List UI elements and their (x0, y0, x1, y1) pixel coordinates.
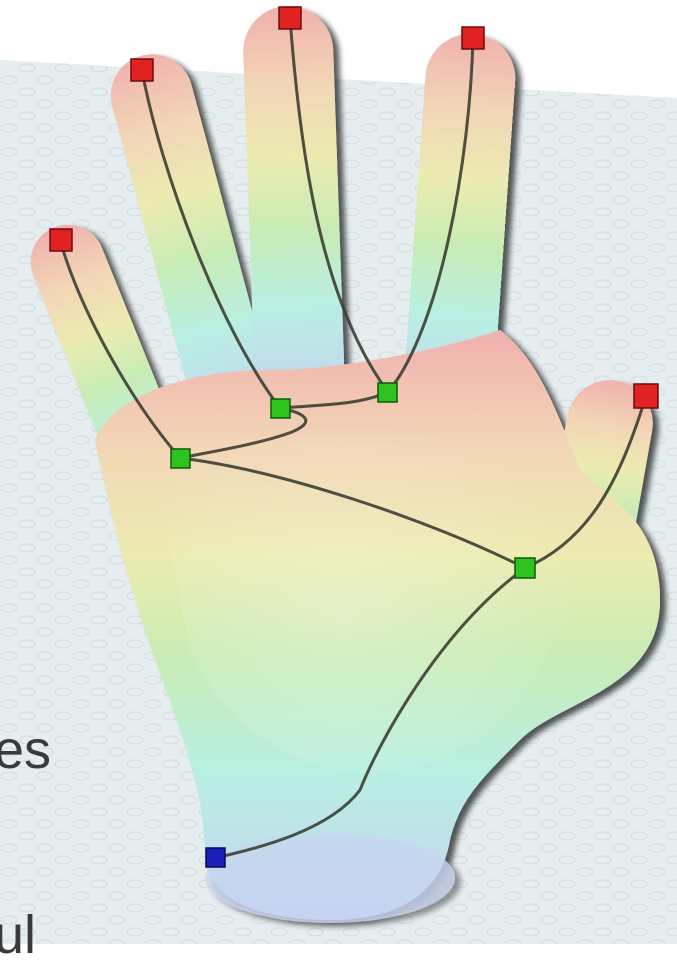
endpoint-marker-thumb (634, 384, 658, 408)
junction-marker-little (171, 449, 190, 468)
junction-marker-thumb (515, 558, 535, 578)
endpoint-marker-middle (279, 7, 301, 29)
partial-text-es: es (0, 723, 51, 777)
partial-text-ul: ul (0, 908, 36, 962)
junction-marker-ring (271, 399, 290, 418)
hand-skeleton-render (0, 0, 677, 944)
endpoint-marker-ring (131, 59, 153, 81)
endpoint-marker-index (462, 27, 484, 49)
root-marker-wrist (206, 848, 225, 867)
junction-marker-middle (378, 383, 397, 402)
endpoint-marker-little (50, 229, 72, 251)
wrist-cap (205, 833, 455, 923)
